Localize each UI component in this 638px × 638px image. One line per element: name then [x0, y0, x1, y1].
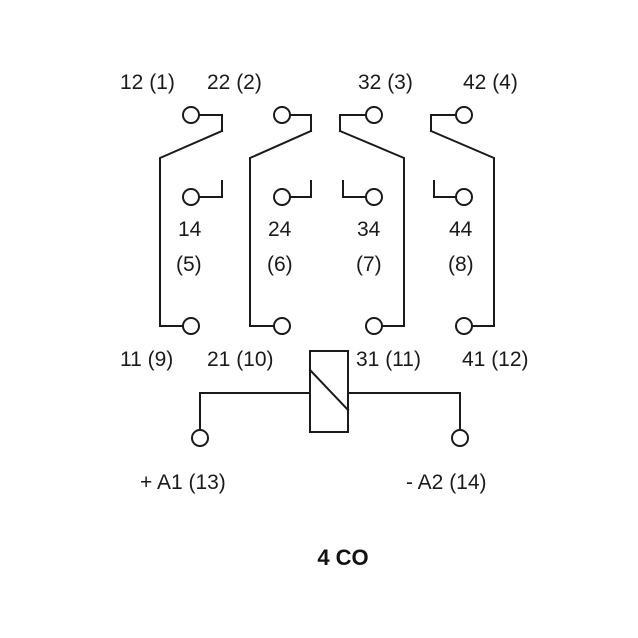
coil-a1-terminal: [191, 429, 209, 447]
contact-3-common-label: 31 (11): [356, 348, 421, 371]
contact-2-nc-terminal: [273, 106, 291, 124]
contact-3-nc-stub: [339, 114, 367, 132]
contact-4-switch-arm: [429, 129, 495, 327]
contact-3-no-terminal: [365, 188, 383, 206]
contact-1-nc-label: 12 (1): [120, 71, 175, 94]
contact-3-common-terminal: [365, 317, 383, 335]
contact-2-no-terminal: [273, 188, 291, 206]
coil-a2-wire: [347, 392, 461, 431]
contact-4-no-pin-label: (8): [448, 253, 474, 276]
contact-2: 22 (2) 24 (6) 21 (10): [207, 71, 313, 371]
contact-1-switch-arm: [159, 129, 224, 327]
contact-3: 32 (3) 34 (7) 31 (11): [338, 71, 421, 371]
diagram-caption: 4 CO: [317, 545, 368, 570]
coil-a2-label: - A2 (14): [406, 471, 487, 494]
contact-2-no-stub: [289, 180, 312, 198]
contact-1-nc-stub: [198, 114, 223, 132]
contact-2-no-pin-label: (6): [267, 253, 293, 276]
contact-2-common-label: 21 (10): [207, 348, 274, 371]
contact-2-switch-arm: [249, 129, 313, 327]
contact-1-common-label: 11 (9): [120, 348, 173, 371]
contact-2-nc-label: 22 (2): [207, 71, 262, 94]
contact-4: 42 (4) 44 (8) 41 (12): [429, 71, 529, 371]
contact-4-nc-label: 42 (4): [463, 71, 518, 94]
contact-4-common-label: 41 (12): [462, 348, 529, 371]
contact-2-nc-stub: [289, 114, 312, 132]
contact-1-no-label: 14: [178, 218, 202, 241]
contact-4-no-stub: [433, 180, 457, 198]
contact-2-no-label: 24: [268, 218, 292, 241]
contact-1-no-terminal: [182, 188, 200, 206]
contact-3-nc-label: 32 (3): [358, 71, 413, 94]
contact-1-no-stub: [198, 180, 223, 198]
contact-4-common-terminal: [455, 317, 473, 335]
contact-2-common-terminal: [273, 317, 291, 335]
coil-a1-label: + A1 (13): [140, 471, 226, 494]
contact-1-common-terminal: [182, 317, 200, 335]
contact-3-no-label: 34: [357, 218, 381, 241]
coil-a2-terminal: [451, 429, 469, 447]
coil-a1-wire: [199, 392, 311, 431]
contact-1: 12 (1) 14 (5) 11 (9): [120, 71, 224, 371]
coil-diagonal: [308, 368, 350, 412]
contact-3-no-pin-label: (7): [356, 253, 382, 276]
contact-4-nc-stub: [430, 114, 457, 132]
contact-4-nc-terminal: [455, 106, 473, 124]
contact-4-no-terminal: [455, 188, 473, 206]
contact-3-nc-terminal: [365, 106, 383, 124]
relay-coil: + A1 (13) - A2 (14): [140, 350, 487, 494]
coil-box: [309, 350, 349, 433]
contact-4-no-label: 44: [449, 218, 473, 241]
contact-3-switch-arm: [338, 129, 405, 327]
contact-1-nc-terminal: [182, 106, 200, 124]
contact-1-no-pin-label: (5): [176, 253, 202, 276]
contact-3-no-stub: [342, 180, 367, 198]
